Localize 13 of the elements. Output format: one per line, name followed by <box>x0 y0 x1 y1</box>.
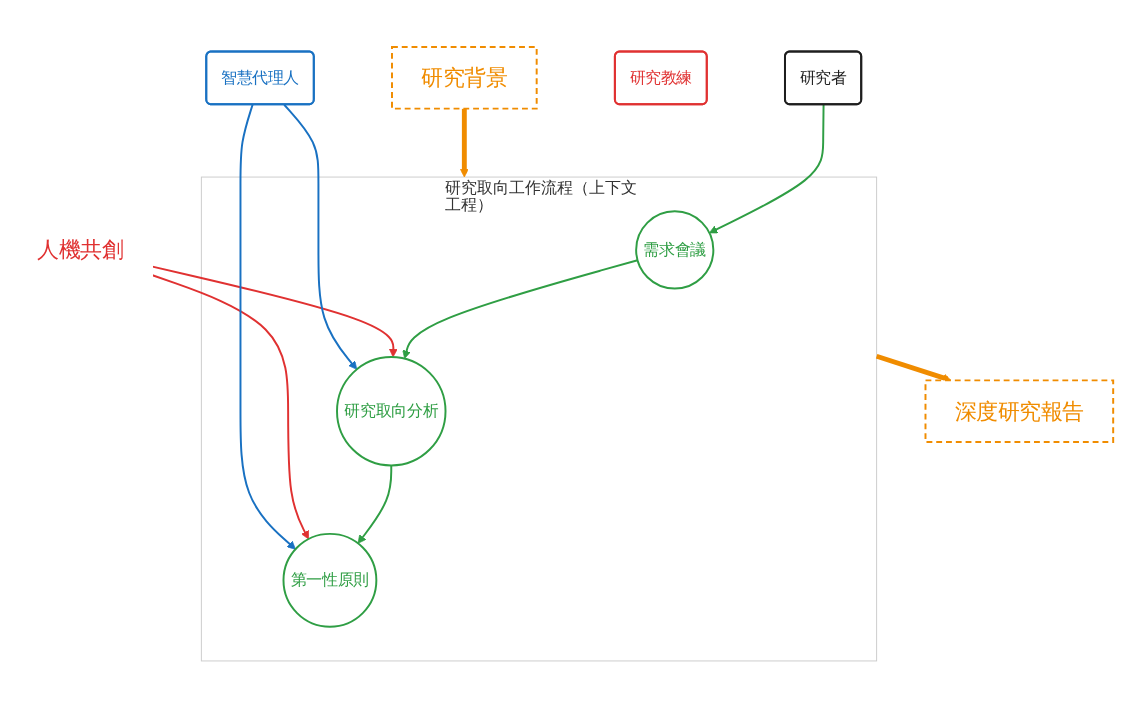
arrow <box>357 464 393 544</box>
arrow <box>460 108 469 178</box>
arrow <box>283 103 358 370</box>
node-box: 研究背景 <box>391 46 538 110</box>
node-box: 深度研究報告 <box>924 379 1115 443</box>
arrow <box>239 103 296 550</box>
arrow <box>151 274 309 540</box>
arrow <box>151 265 398 358</box>
node-circle: 研究取向分析 <box>336 355 447 467</box>
node-circle: 第一性原則 <box>282 532 378 628</box>
node-text: 人機共創 <box>37 237 124 263</box>
node-circle: 需求會議 <box>635 210 715 290</box>
arrow <box>709 103 825 234</box>
